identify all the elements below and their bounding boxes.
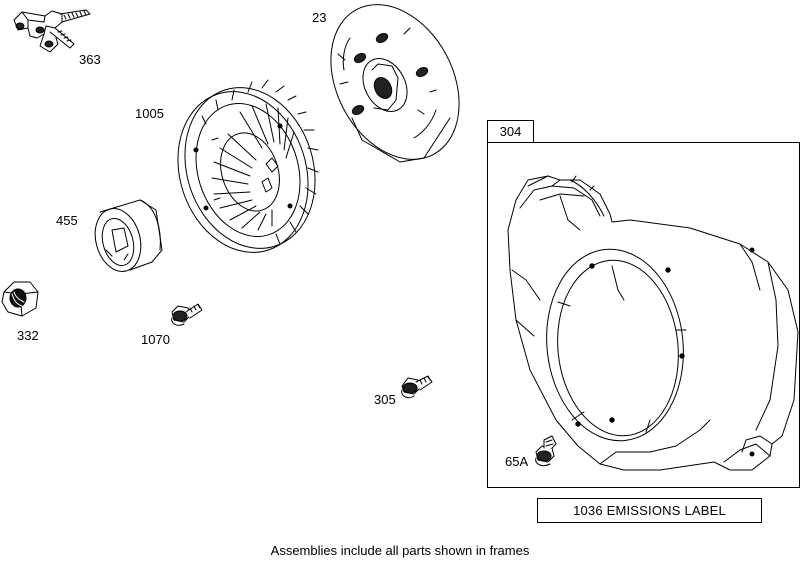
footer-note: Assemblies include all parts shown in fr… — [270, 543, 530, 558]
screw-65a-drawing — [536, 436, 556, 466]
part-number-65a: 65A — [505, 454, 529, 469]
screw-305-drawing — [402, 376, 432, 398]
part-number-23: 23 — [312, 10, 327, 25]
blower-fan-1005-drawing — [158, 71, 336, 270]
part-number-455: 455 — [56, 213, 78, 228]
hex-nut-332-drawing — [2, 282, 38, 316]
blower-housing-304-drawing — [508, 176, 798, 470]
cup-455-drawing — [88, 200, 162, 277]
part-number-332: 332 — [17, 328, 39, 343]
part-number-305: 305 — [374, 392, 396, 407]
assembly-frame-tab-304: 304 — [487, 120, 534, 143]
emissions-label-box: 1036 EMISSIONS LABEL — [537, 498, 762, 523]
bracket-363-drawing — [14, 10, 90, 52]
part-number-363: 363 — [79, 52, 101, 67]
part-number-1070: 1070 — [141, 332, 170, 347]
flywheel-23-drawing — [305, 0, 484, 182]
part-number-1005: 1005 — [135, 106, 164, 121]
assembly-frame-304 — [487, 142, 800, 488]
screw-1070-drawing — [172, 304, 202, 325]
